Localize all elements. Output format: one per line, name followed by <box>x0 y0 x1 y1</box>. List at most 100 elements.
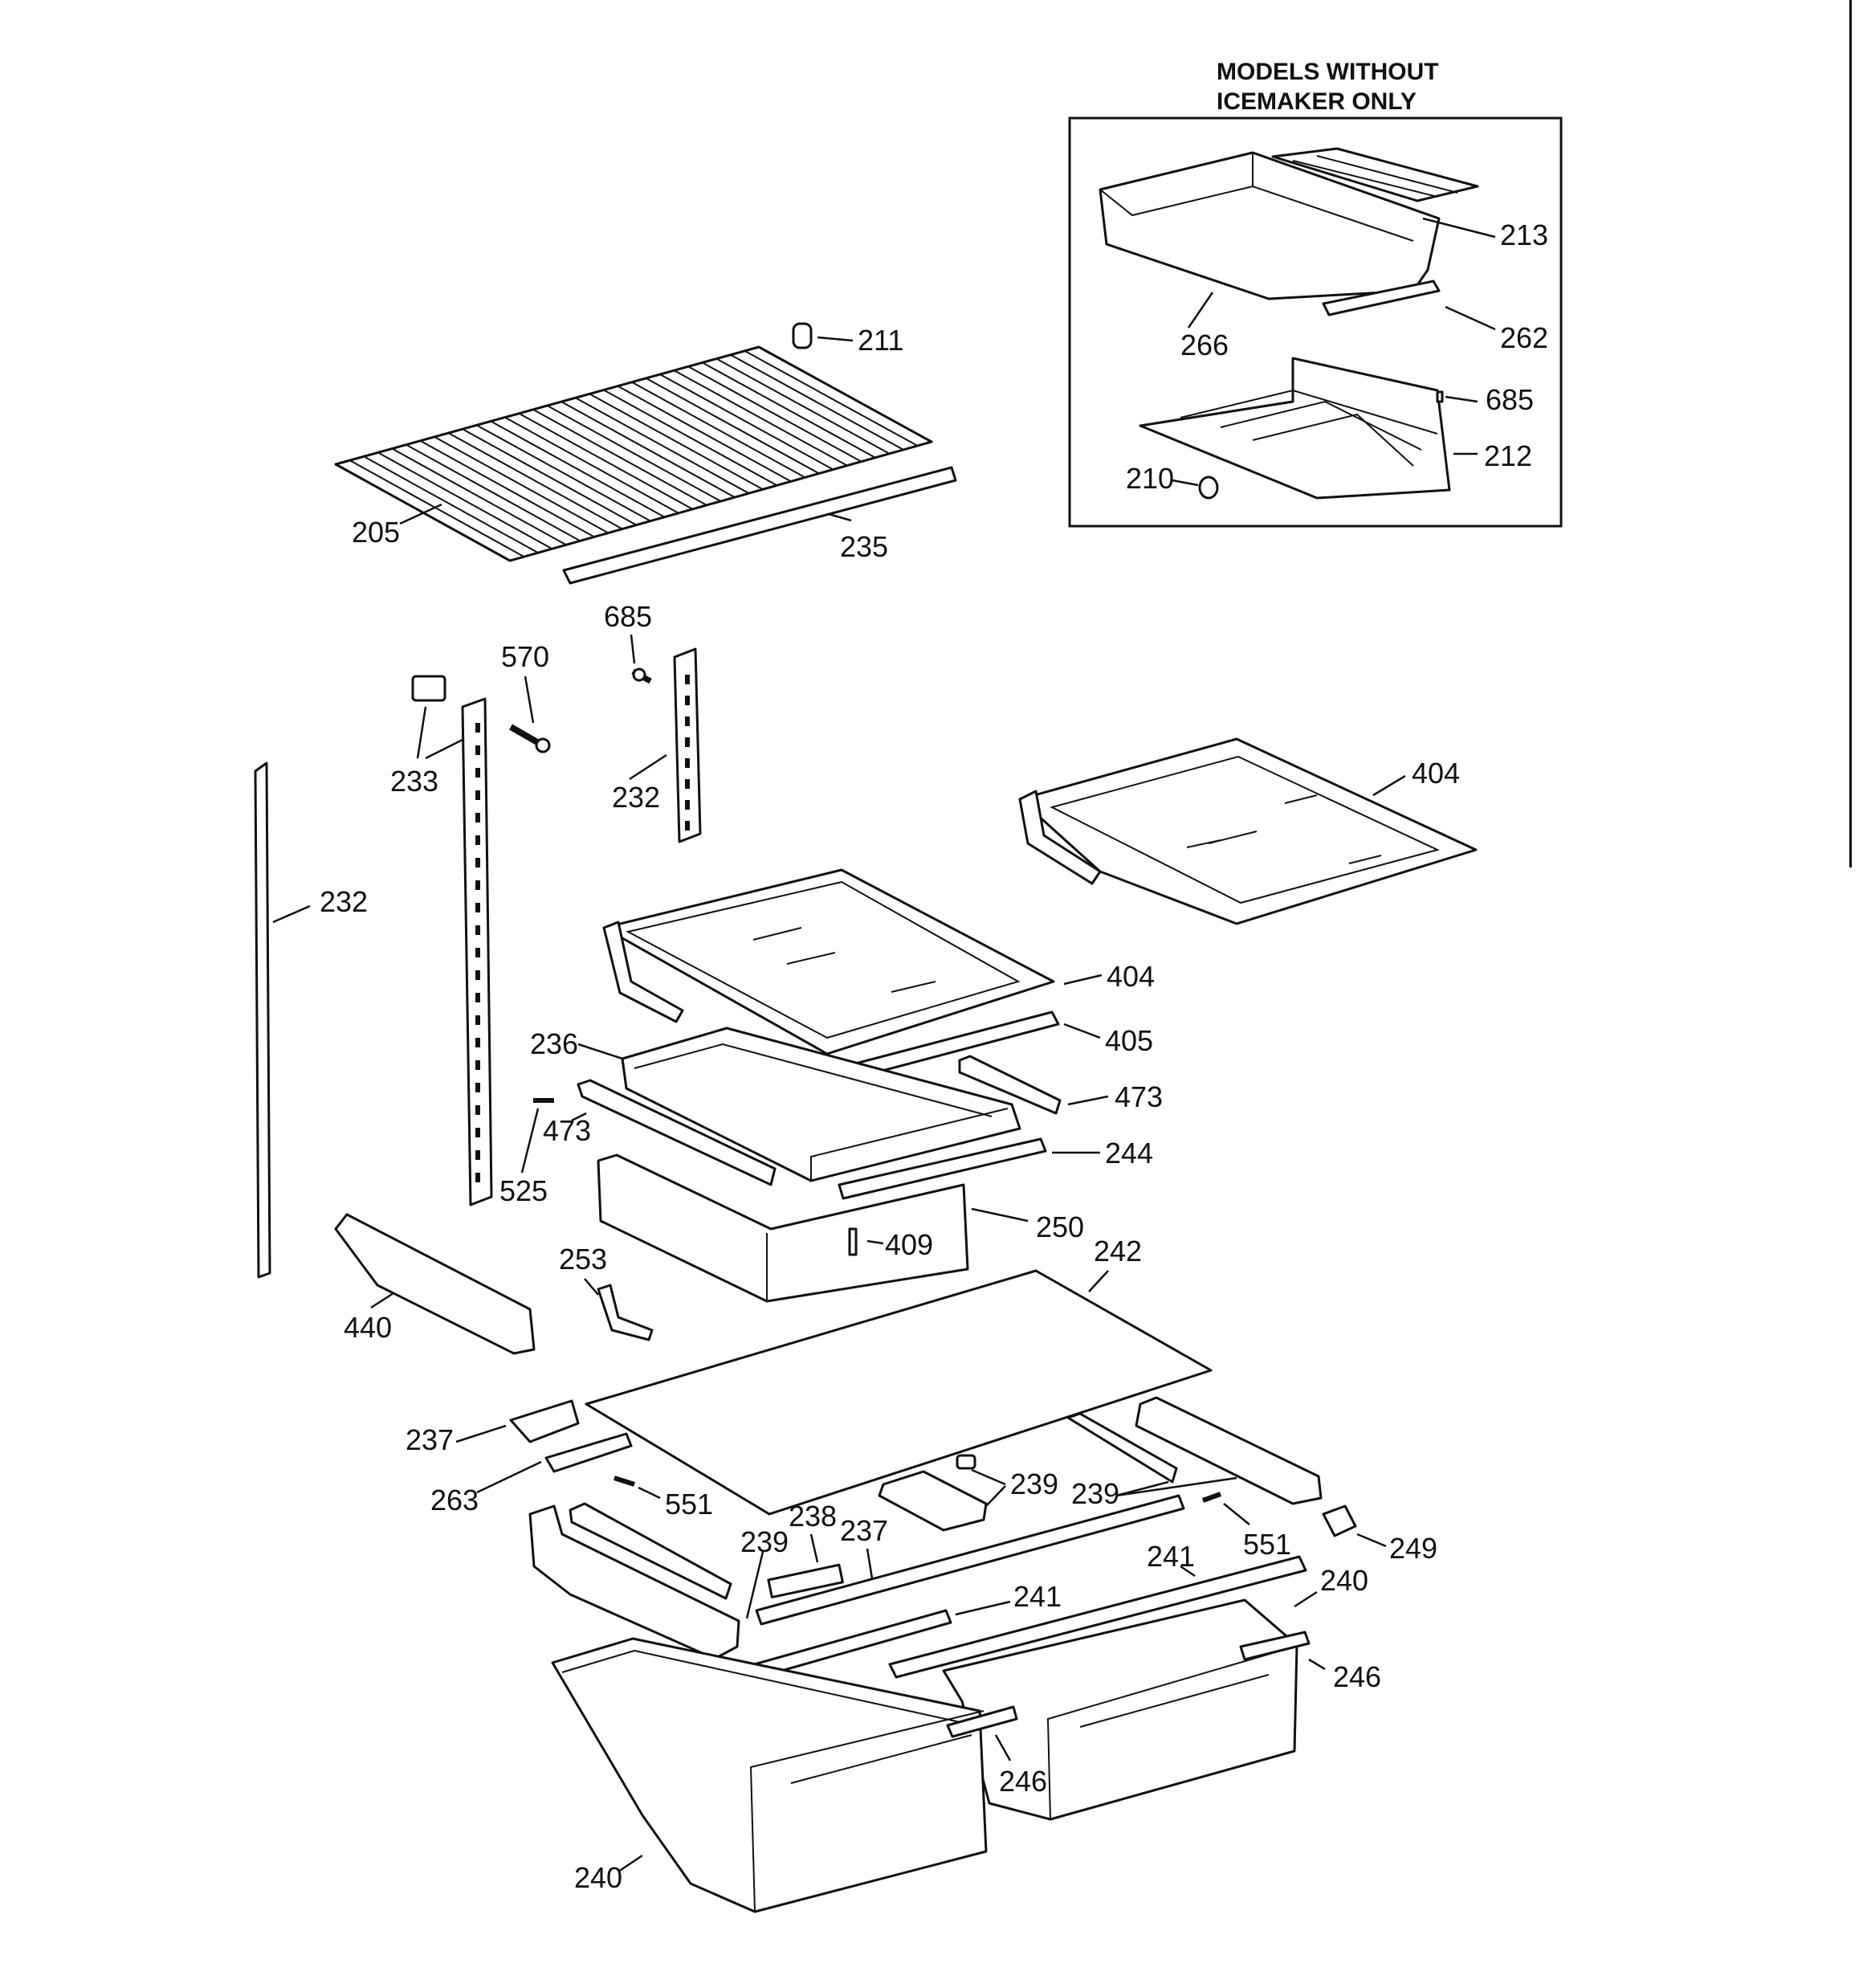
callout-237-right: 237 <box>840 1514 888 1547</box>
shelf-wire <box>419 439 595 538</box>
screw-551-left <box>614 1476 661 1500</box>
knob-210 <box>1198 476 1219 500</box>
slide-473-left <box>577 1079 777 1186</box>
shelf-wire <box>490 420 665 518</box>
page-edge-rule <box>1849 0 1852 867</box>
callout-236: 236 <box>530 1027 578 1060</box>
callout-242: 242 <box>1094 1235 1142 1268</box>
callout-404-lower: 404 <box>1107 960 1155 993</box>
handle-246-left <box>946 1705 1018 1738</box>
ladder-slot <box>475 1015 480 1025</box>
shelf-wire <box>476 424 651 522</box>
handle-246-right <box>1239 1631 1311 1661</box>
ladder-slot <box>685 716 690 726</box>
ladder-slot <box>475 880 480 890</box>
ladder-slot <box>685 758 690 768</box>
callout-241-left: 241 <box>1013 1580 1062 1613</box>
screw-685 <box>630 634 652 684</box>
bracket-239-center <box>878 1470 988 1532</box>
callout-241-right: 241 <box>1147 1540 1195 1573</box>
callout-239-right: 239 <box>1071 1477 1119 1510</box>
shelf-wire <box>561 401 736 498</box>
inset-frame <box>1068 116 1563 528</box>
label-238 <box>767 1563 844 1598</box>
screw-525 <box>520 1098 554 1174</box>
shelf-wire <box>532 408 707 506</box>
rail-262 <box>1322 280 1441 316</box>
shelf-wire <box>575 397 749 495</box>
shelf-wire <box>617 385 792 483</box>
callout-246-left: 246 <box>999 1765 1047 1798</box>
slide-473-right <box>958 1055 1062 1115</box>
ladder-slots <box>475 723 480 1182</box>
ladder-slot <box>475 1173 480 1182</box>
callout-238: 238 <box>789 1500 837 1533</box>
ladder-slot <box>475 1083 480 1092</box>
callout-232-left: 232 <box>320 885 368 918</box>
drawer-240-left <box>551 1637 988 1913</box>
support-237-right <box>755 1494 1185 1626</box>
callout-232-right: 232 <box>612 781 660 814</box>
ladder-slot <box>685 737 690 747</box>
ladder-slot <box>475 993 480 1002</box>
ladder-slot <box>475 1060 480 1070</box>
callout-240-right: 240 <box>1320 1564 1368 1597</box>
rail-assembly-right <box>1135 1396 1323 1505</box>
callout-237-left: 237 <box>406 1423 454 1456</box>
callout-525: 525 <box>499 1174 548 1207</box>
screw-551-right <box>1201 1492 1250 1525</box>
callout-685: 685 <box>604 600 652 633</box>
shelf-wire <box>674 369 848 467</box>
callout-405: 405 <box>1105 1024 1153 1057</box>
ladder-slot <box>475 1128 480 1137</box>
glass-shelf-404-lower <box>602 868 1055 1055</box>
pan-cover-244 <box>838 1137 1047 1200</box>
drawer-240-right <box>942 1598 1298 1821</box>
rail-232-left <box>254 761 271 1279</box>
cover-440 <box>334 1213 536 1355</box>
shelf-wire <box>434 436 609 534</box>
crisper-glass-242 <box>585 1269 1213 1516</box>
shelf-wire <box>702 361 876 459</box>
shelf-wire <box>687 365 862 463</box>
callout-240-left: 240 <box>574 1861 622 1894</box>
ladder-slot <box>685 779 690 789</box>
callout-210: 210 <box>1126 462 1174 495</box>
ladder-slot <box>475 1038 480 1047</box>
ladder-slot <box>475 768 480 778</box>
shelf-wire <box>659 374 834 471</box>
callout-205: 205 <box>352 516 400 549</box>
callout-211: 211 <box>858 324 903 357</box>
callout-239-center: 239 <box>1010 1468 1058 1500</box>
ladder-slot <box>475 790 480 800</box>
shelf-wire <box>504 416 679 514</box>
callout-246-right: 246 <box>1333 1660 1381 1693</box>
callout-440: 440 <box>344 1311 392 1344</box>
callout-239-left: 239 <box>740 1525 789 1558</box>
ladder-slot <box>475 745 480 755</box>
ladder-slot <box>475 970 480 980</box>
ice-bucket-266 <box>1099 151 1441 300</box>
callout-570: 570 <box>501 640 549 673</box>
ladder-slot <box>685 675 690 684</box>
callout-263: 263 <box>430 1484 479 1517</box>
ladder-slot <box>475 835 480 845</box>
shelf-wire <box>715 357 890 455</box>
callout-250: 250 <box>1036 1210 1084 1243</box>
callout-262: 262 <box>1500 321 1548 354</box>
ladder-slot <box>685 821 690 831</box>
ladder-slot <box>475 813 480 823</box>
glass-shelf-404-upper <box>1018 737 1478 925</box>
icemaker-inset: MODELS WITHOUT ICEMAKER ONLY <box>1068 59 1563 528</box>
callout-233: 233 <box>390 765 438 798</box>
shelf-wire <box>377 451 552 550</box>
ladder-center <box>461 697 493 1206</box>
shelf-wires <box>335 346 932 561</box>
frame-250 <box>597 1153 969 1303</box>
support-237-left <box>509 1399 580 1443</box>
shelf-wire <box>349 459 524 557</box>
left-housing <box>528 1502 740 1660</box>
callout-409: 409 <box>885 1228 933 1261</box>
shelf-wire <box>758 346 932 443</box>
